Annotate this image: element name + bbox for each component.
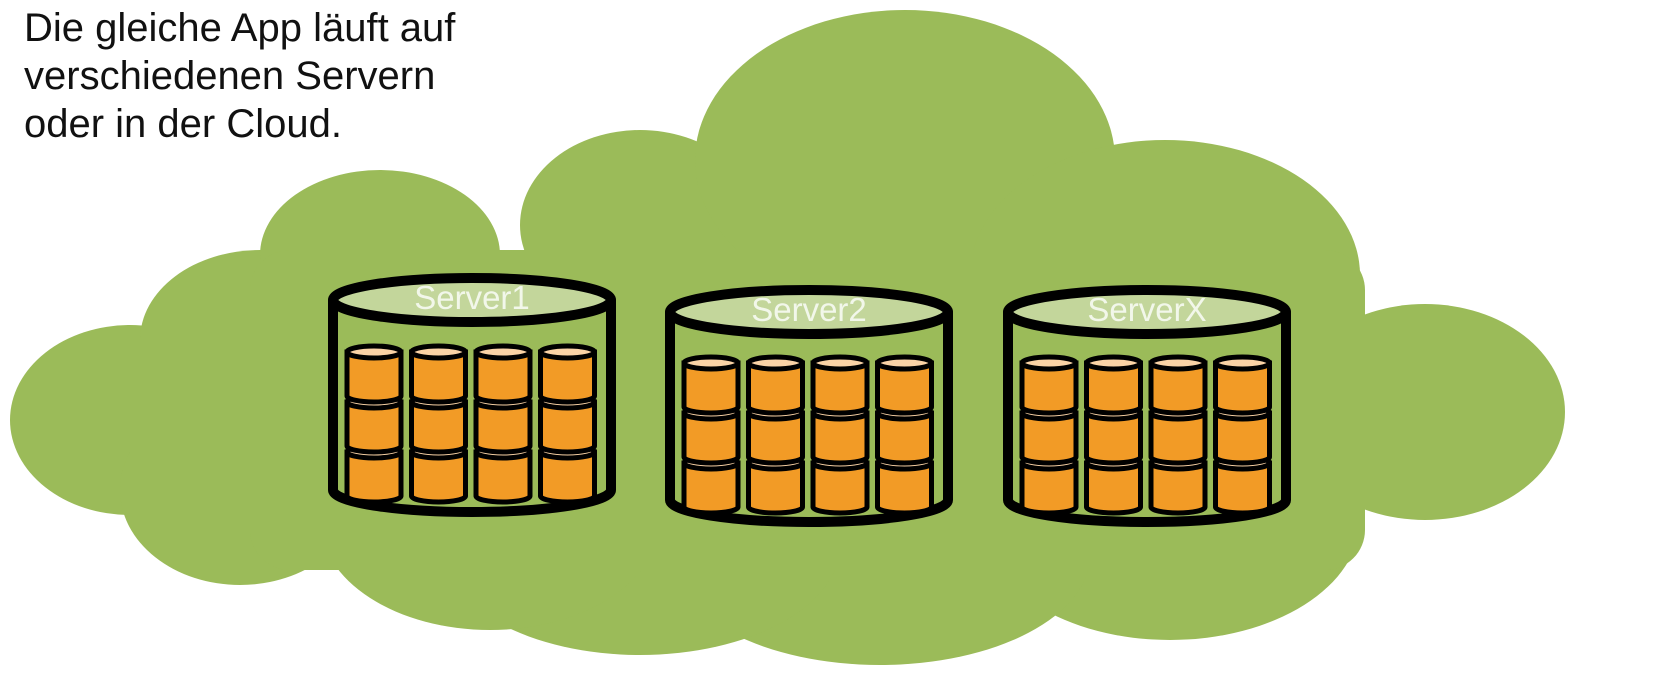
storage-cylinder-icon: [473, 393, 533, 455]
server-cylinder-icon: [665, 285, 953, 527]
storage-cylinder-icon: [1084, 354, 1143, 416]
caption-line: verschiedenen Servern: [24, 54, 436, 98]
storage-cylinder-icon: [1213, 454, 1272, 516]
server-label: ServerX: [1087, 291, 1206, 328]
storage-cylinder-icon: [538, 343, 597, 405]
server-lid: [328, 273, 616, 327]
storage-cylinder-icon: [409, 393, 468, 455]
server-cylinder-icon: [328, 273, 616, 517]
storage-cylinder-icon: [681, 354, 741, 416]
server-label: Server2: [751, 291, 867, 328]
storage-cylinder-icon: [1148, 454, 1208, 516]
storage-cylinder-icon-grid: [344, 343, 597, 505]
storage-cylinder-icon: [473, 343, 533, 405]
storage-cylinder-icon: [1019, 354, 1079, 416]
server-lid: [1003, 285, 1291, 339]
storage-cylinder-icon: [1213, 354, 1272, 416]
storage-cylinder-icon: [810, 354, 870, 416]
server-3: ServerX: [1003, 285, 1291, 527]
storage-cylinder-icon: [344, 343, 404, 405]
storage-cylinder-icon: [409, 343, 468, 405]
storage-cylinder-icon: [746, 354, 805, 416]
server-2: Server2: [665, 285, 953, 527]
caption-text: Die gleiche App läuft auf verschiedenen …: [24, 4, 455, 148]
caption-line: oder in der Cloud.: [24, 102, 342, 146]
storage-cylinder-icon: [1148, 354, 1208, 416]
server-1: Server1: [328, 273, 616, 517]
server-cylinder-icon: [1003, 285, 1291, 527]
storage-cylinder-icon-grid: [1019, 354, 1272, 516]
storage-cylinder-icon-grid: [681, 354, 934, 516]
server-lid: [665, 285, 953, 339]
caption-line: Die gleiche App läuft auf: [24, 6, 456, 50]
server-label: Server1: [414, 279, 530, 316]
storage-cylinder-icon: [875, 354, 934, 416]
